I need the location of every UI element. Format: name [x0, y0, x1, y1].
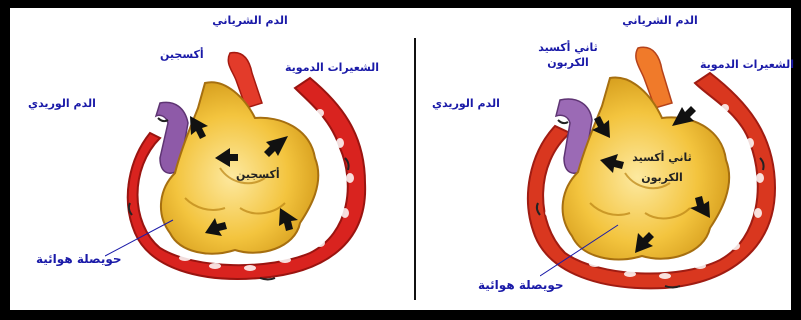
artery-label: الدم الشرياني — [615, 14, 705, 27]
capillaries-label: الشعيرات الدموية — [700, 58, 794, 71]
inside-co2-label-line1: ثاني أكسيد — [622, 151, 702, 164]
oxygen-label: أكسجين — [160, 48, 204, 61]
alveolus-pointer-line — [105, 218, 175, 258]
co2-label-line2: الكربون — [528, 56, 608, 69]
right-panel-co2-diffusion: الدم الشرياني ثاني أكسيد الكربون الشعيرا… — [410, 8, 800, 310]
vein-label: الدم الوريدي — [432, 97, 500, 110]
diagram-frame: الدم الشرياني أكسجين الشعيرات الدموية ال… — [10, 8, 791, 310]
inside-oxygen-label: أكسجين — [236, 168, 280, 181]
co2-label-line1: ثاني أكسيد — [528, 41, 608, 54]
inside-co2-label-line2: الكربون — [622, 171, 702, 184]
left-panel-oxygen-diffusion: الدم الشرياني أكسجين الشعيرات الدموية ال… — [10, 8, 400, 310]
alveolus-label: حويصلة هوائية — [478, 278, 564, 292]
alveolus-pointer-line — [540, 223, 620, 278]
vein-label: الدم الوريدي — [28, 97, 96, 110]
artery-label: الدم الشرياني — [205, 14, 295, 27]
capillaries-label: الشعيرات الدموية — [285, 61, 379, 74]
